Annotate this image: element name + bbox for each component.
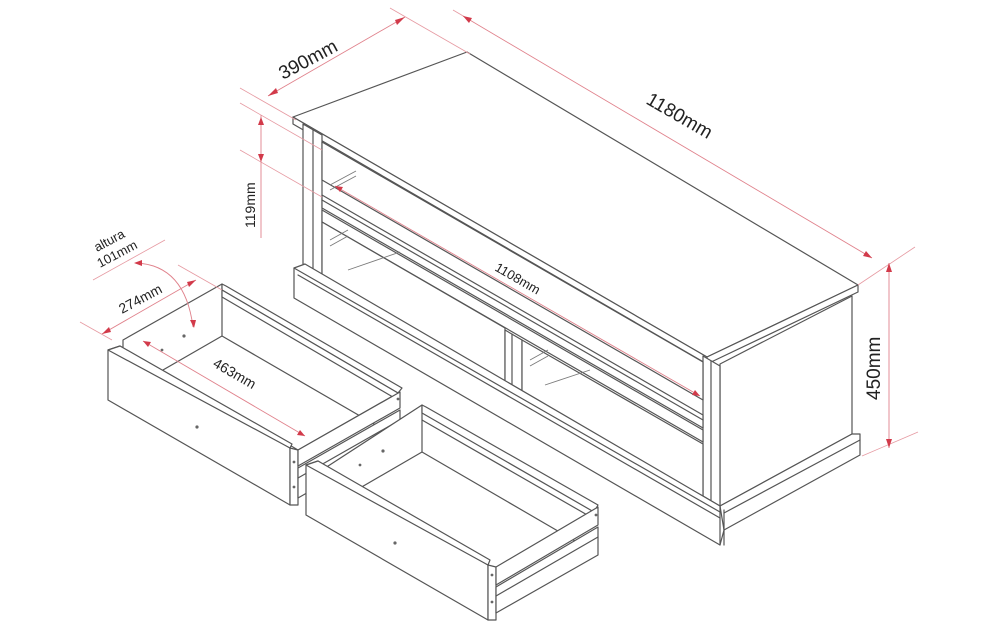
cabinet-lower-rail <box>321 209 704 443</box>
cabinet <box>292 51 861 546</box>
drawer-2-front-top <box>305 460 491 566</box>
drawer-1 <box>107 283 403 506</box>
label-shelf-height: 119mm <box>242 182 258 228</box>
drawer-2-side-panel <box>495 506 599 586</box>
drawer-1-side-edge <box>289 447 299 506</box>
label-drawer-width: 274mm <box>116 281 165 317</box>
dim-drawer-height-curve <box>135 262 194 328</box>
cabinet-middle-rail <box>321 194 704 429</box>
dim-width-line <box>462 15 873 259</box>
dim-drawer-depth-line <box>142 340 306 437</box>
drawer-2-runner <box>495 526 599 614</box>
dim-inner-width-line <box>334 185 701 397</box>
drawer-2-side-edge <box>487 564 497 621</box>
dim-depth-line <box>267 16 406 97</box>
label-height: 450mm <box>864 337 885 400</box>
label-width: 1180mm <box>643 89 716 143</box>
dim-drawer-width-line <box>101 279 197 335</box>
shelf-opening <box>321 141 704 401</box>
dimension-lines <box>79 7 919 457</box>
drawer-1-front-top <box>107 345 293 449</box>
drawer-2 <box>305 404 599 621</box>
drawer-1-left-side <box>221 283 403 394</box>
label-depth: 390mm <box>275 36 341 84</box>
drawer-1-side-panel <box>297 391 401 467</box>
